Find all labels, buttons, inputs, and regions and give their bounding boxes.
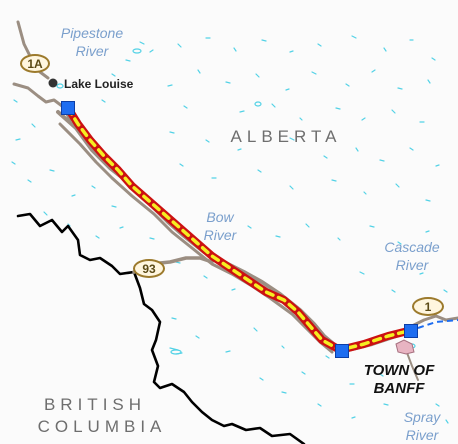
british-label: BRITISH: [43, 395, 147, 414]
spray-river-label: Spray River: [386, 408, 458, 444]
route-start-marker-icon[interactable]: [61, 101, 75, 115]
route-midpoint-marker-icon[interactable]: [335, 344, 349, 358]
pipestone-line1: Pipestone: [60, 25, 124, 41]
road-spray: [405, 349, 419, 381]
bow-river-label: Bow River: [188, 208, 252, 244]
cascade-river-label: Cascade River: [372, 238, 452, 274]
lake-louise-dot-icon: [48, 78, 58, 88]
highway-shield-1-icon: 1: [412, 297, 444, 316]
highway-93-label: 93: [142, 261, 156, 276]
road-bow-valley-parallel: [58, 122, 334, 354]
spray-line1: Spray: [403, 409, 441, 425]
water-features: [11, 35, 449, 424]
town-banff-area: [395, 339, 415, 355]
town-of-banff-label: TOWN OF BANFF: [350, 362, 448, 398]
bow-line2: River: [203, 227, 237, 243]
route-connector-east: [417, 319, 458, 329]
columbia-label: COLUMBIA: [37, 417, 167, 436]
cascade-line2: River: [395, 257, 429, 273]
provincial-boundary: [16, 212, 306, 444]
highway-shield-1a-icon: 1A: [20, 54, 50, 73]
spray-line2: River: [405, 427, 439, 443]
banff-line2: BANFF: [373, 380, 425, 397]
featured-route-dash: [66, 106, 414, 352]
cascade-line1: Cascade: [384, 239, 440, 255]
highway-shield-93-icon: 93: [133, 259, 165, 278]
route-end-marker-icon[interactable]: [404, 324, 418, 338]
highway-1a-label: 1A: [27, 56, 43, 71]
banff-line1: TOWN OF: [363, 362, 435, 379]
pipestone-river-label: Pipestone River: [52, 24, 132, 60]
bow-line1: Bow: [206, 209, 234, 225]
highway-1-label: 1: [424, 299, 432, 314]
pipestone-line2: River: [75, 43, 109, 59]
lake-louise-label: Lake Louise: [64, 77, 134, 91]
alberta-label: ALBERTA: [230, 127, 342, 146]
road-hwy-1-east: [410, 314, 458, 328]
